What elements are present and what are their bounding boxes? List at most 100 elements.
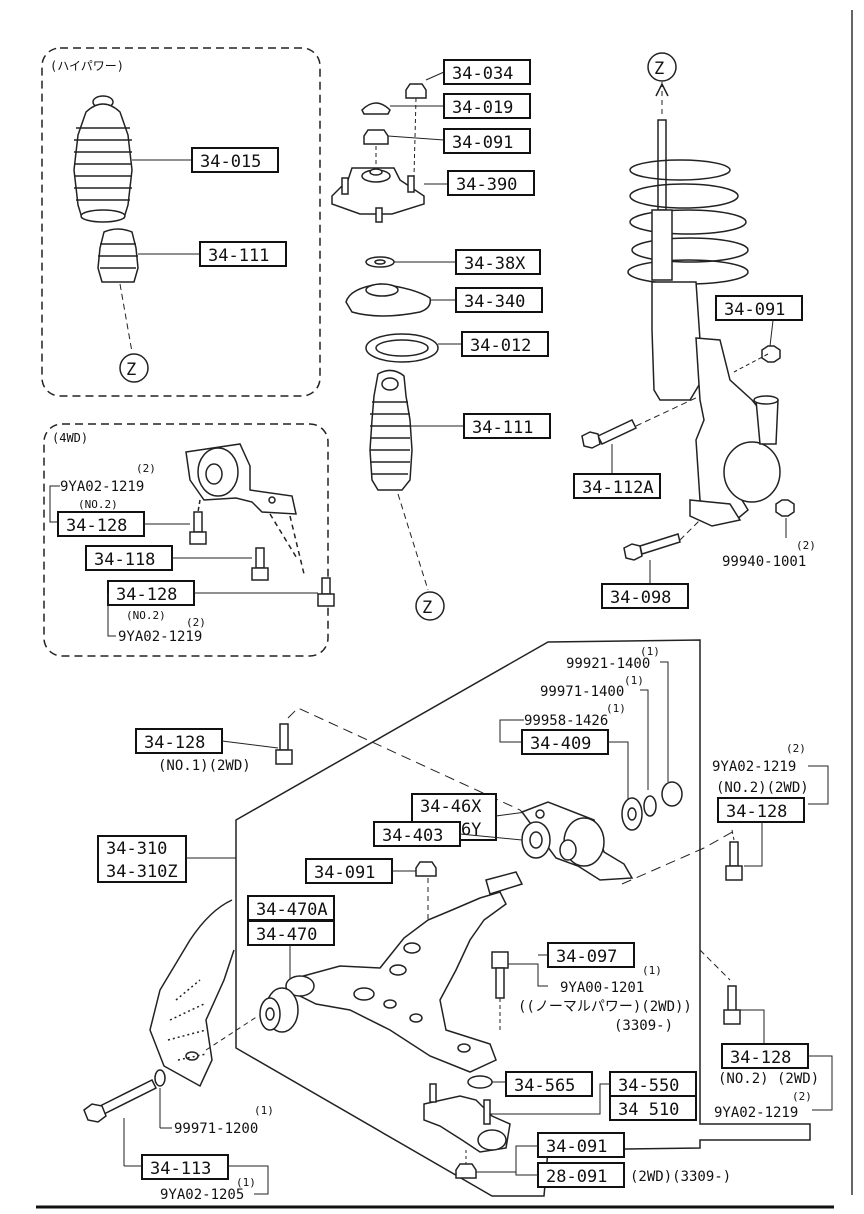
strut-mount-stack xyxy=(331,83,427,223)
part-34-38x[interactable]: 34-38X xyxy=(455,249,541,275)
fourwd-label: (4WD) xyxy=(52,431,88,445)
part-label-p34-091-arm: 34-091 xyxy=(314,863,375,883)
part-label-n9ya02-1219-right-b: 9YA02-1219 xyxy=(714,1105,798,1121)
bolt-right-a xyxy=(725,841,743,881)
part-34-128-right-b[interactable]: 34-128 xyxy=(721,1043,809,1069)
part-label-p34-550: 34-550 xyxy=(618,1076,679,1096)
dust-boot-center xyxy=(369,369,413,491)
fourwd-bracket xyxy=(185,443,305,575)
part-34-111-left[interactable]: 34-111 xyxy=(199,241,287,267)
lower-arm-outline xyxy=(235,639,811,1197)
part-34-113[interactable]: 34-113 xyxy=(141,1154,229,1180)
part-label-p34-111-mid: 34-111 xyxy=(472,418,533,438)
part-34-340[interactable]: 34-340 xyxy=(455,287,543,313)
part-label-p34-128-right-a: 34-128 xyxy=(726,802,787,822)
part-label-p28-091: 28-091 xyxy=(546,1167,607,1187)
bolt-right-b xyxy=(723,985,741,1025)
part-label-fwd-34-118: 34-118 xyxy=(94,550,155,570)
ball-joint xyxy=(423,1075,511,1179)
part-34-091-ball[interactable]: 34-091 xyxy=(537,1132,625,1158)
part-label-p34-091-strut: 34-091 xyxy=(724,300,785,320)
lower-control-arm xyxy=(285,871,524,1073)
z-marker-center: Z xyxy=(415,591,445,621)
part-34-390[interactable]: 34-390 xyxy=(447,170,535,196)
part-34-510[interactable]: 34 510 xyxy=(609,1095,697,1121)
washer-stack xyxy=(621,781,683,831)
part-label-fwd-9ya02-1219a: 9YA02-1219 xyxy=(60,479,144,495)
part-label-note-2wd-3309: (2WD)(3309-) xyxy=(630,1169,731,1185)
part-34-565[interactable]: 34-565 xyxy=(505,1071,593,1097)
part-34-550[interactable]: 34-550 xyxy=(609,1071,697,1097)
part-label-p34-111-left: 34-111 xyxy=(208,246,269,266)
part-28-091[interactable]: 28-091 xyxy=(537,1162,625,1188)
part-label-q2-99940: (2) xyxy=(796,539,816,552)
part-34-112a[interactable]: 34-112A xyxy=(573,473,661,499)
part-label-p34-012: 34-012 xyxy=(470,336,531,356)
part-label-n99958-1426: 99958-1426 xyxy=(524,713,608,729)
part-label-p34-034: 34-034 xyxy=(452,64,513,84)
bolt-34-113 xyxy=(83,1069,166,1123)
part-34-091-strut[interactable]: 34-091 xyxy=(715,295,803,321)
part-34-097[interactable]: 34-097 xyxy=(547,942,635,968)
part-34-403[interactable]: 34-403 xyxy=(373,821,461,847)
strut-assembly xyxy=(627,119,781,527)
part-label-q1-99971-1400: (1) xyxy=(624,674,644,687)
part-label-n99971-1200: 99971-1200 xyxy=(174,1121,258,1137)
part-label-no2-2wd-right-a: (NO.2)(2WD) xyxy=(716,780,809,796)
part-label-z-marker: Z xyxy=(126,360,136,380)
part-34-118[interactable]: 34-118 xyxy=(85,545,173,571)
part-34-128-no1[interactable]: 34-128 xyxy=(135,728,223,754)
part-label-q1-99971-1200: (1) xyxy=(254,1104,274,1117)
part-34-015[interactable]: 34-015 xyxy=(191,147,279,173)
part-label-p34-310: 34-310 xyxy=(106,839,167,859)
part-label-n9ya02-1205: 9YA02-1205 xyxy=(160,1187,244,1203)
part-34-128-right-a[interactable]: 34-128 xyxy=(717,797,805,823)
bolt-no1 xyxy=(275,723,293,765)
z-marker-left: Z xyxy=(119,353,149,383)
high-power-group: (ハイパワー) 34-015 34-111 Z xyxy=(41,47,321,397)
bump-stop-small xyxy=(97,228,139,283)
part-label-q2-right-b: (2) xyxy=(792,1090,812,1103)
part-label-p34-091-top: 34-091 xyxy=(452,133,513,153)
part-label-p34-019: 34-019 xyxy=(452,98,513,118)
part-34-409[interactable]: 34-409 xyxy=(521,729,609,755)
z-marker-top: Z xyxy=(647,52,677,82)
part-label-n9ya02-1219-right-a: 9YA02-1219 xyxy=(712,759,796,775)
part-label-p34-340: 34-340 xyxy=(464,292,525,312)
part-34-46x-y[interactable]: 34-46X 34-46Y xyxy=(411,793,497,841)
front-bushing xyxy=(520,801,634,881)
part-34-019[interactable]: 34-019 xyxy=(443,93,531,119)
part-label-n99940-1001: 99940-1001 xyxy=(722,554,806,570)
part-34-128-4wd-b[interactable]: 34-128 xyxy=(107,580,195,606)
part-label-p34-112a: 34-112A xyxy=(582,478,654,498)
part-label-q1-9ya02-1205: (1) xyxy=(236,1176,256,1189)
part-34-128-4wd-a[interactable]: 34-128 xyxy=(57,511,145,537)
part-label-p34-403: 34-403 xyxy=(382,826,443,846)
part-34-470a[interactable]: 34-470A xyxy=(247,895,335,921)
part-label-z-marker: Z xyxy=(422,598,432,618)
part-label-q1-99958: (1) xyxy=(606,702,626,715)
part-label-normal-power-note: ((ノーマルパワー)(2WD)) xyxy=(518,999,692,1015)
part-label-n3309-a: (3309-) xyxy=(614,1018,673,1034)
part-label-p34-310z: 34-310Z xyxy=(106,862,178,882)
part-label-fwd-q2a: (2) xyxy=(136,462,156,475)
part-label-q1-99921: (1) xyxy=(640,645,660,658)
part-34-470[interactable]: 34-470 xyxy=(247,920,335,946)
strut-bolts xyxy=(581,345,795,561)
fourwd-group: (4WD) (2) 9YA02-1219 (NO.2) 34-128 34 xyxy=(43,423,335,657)
part-34-034[interactable]: 34-034 xyxy=(443,59,531,85)
part-label-p34-091-ball: 34-091 xyxy=(546,1137,607,1157)
part-label-n9ya00-1201: 9YA00-1201 xyxy=(560,980,644,996)
part-34-012[interactable]: 34-012 xyxy=(461,331,549,357)
part-label-p34-390: 34-390 xyxy=(456,175,517,195)
part-34-091-arm[interactable]: 34-091 xyxy=(305,858,393,884)
part-label-fwd-9ya02-1219b: 9YA02-1219 xyxy=(118,629,202,645)
part-34-091-top[interactable]: 34-091 xyxy=(443,128,531,154)
part-34-098[interactable]: 34-098 xyxy=(601,583,689,609)
part-34-310[interactable]: 34-310 34-310Z xyxy=(97,835,187,883)
part-label-q2-right-a: (2) xyxy=(786,742,806,755)
part-34-111-center[interactable]: 34-111 xyxy=(463,413,551,439)
part-label-n99921-1400: 99921-1400 xyxy=(566,656,650,672)
part-label-p34-470a: 34-470A xyxy=(256,900,328,920)
